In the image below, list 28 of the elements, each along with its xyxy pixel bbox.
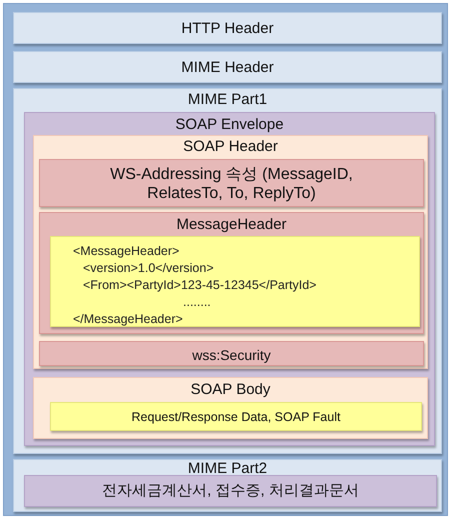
- code-line: </MessageHeader>: [73, 311, 183, 328]
- code-line: <From><PartyId>123-45-12345</PartyId>: [83, 277, 316, 294]
- box-title: MIME Part1: [186, 91, 268, 109]
- data-box: [50, 402, 422, 431]
- header-block: [39, 341, 424, 366]
- box-title: Request/Response Data, SOAP Fault: [130, 410, 342, 425]
- section-panel: [33, 377, 428, 439]
- header-bar: [13, 12, 442, 44]
- code-line: <version>1.0</version>: [83, 260, 214, 277]
- header-block: [39, 212, 424, 334]
- section-panel: [33, 135, 428, 369]
- header-block: [39, 159, 424, 207]
- box-title: WS-Addressing 속성 (MessageID, RelatesTo, To, ReplyTo): [109, 165, 354, 204]
- code-line: <MessageHeader>: [73, 243, 180, 260]
- header-bar: [13, 51, 442, 83]
- section-panel: [13, 459, 442, 512]
- box-title: 전자세금계산서, 접수증, 처리결과문서: [101, 482, 360, 500]
- code-box: [50, 236, 420, 327]
- content-box: [24, 475, 437, 507]
- code-line: ........: [183, 294, 211, 311]
- box-title: SOAP Envelope: [174, 116, 285, 134]
- box-title: MIME Part2: [186, 460, 268, 478]
- box-title: SOAP Header: [182, 138, 279, 156]
- box-title: MIME Header: [180, 59, 275, 77]
- box-title: wss:Security: [191, 347, 272, 364]
- box-title: SOAP Body: [190, 381, 272, 399]
- box-title: HTTP Header: [180, 20, 275, 38]
- box-title: MessageHeader: [175, 216, 288, 234]
